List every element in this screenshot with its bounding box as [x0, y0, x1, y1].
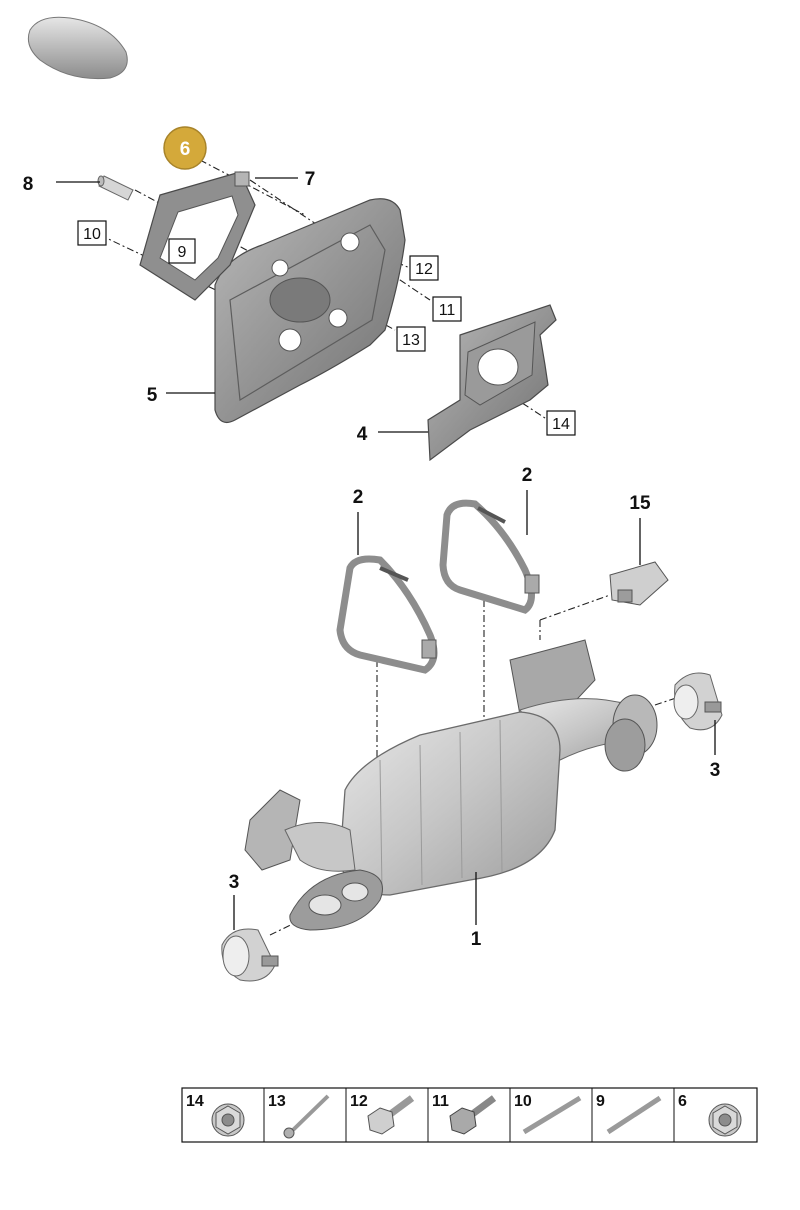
- boxed-callout-10: 10: [77, 220, 107, 246]
- boxed-callout-11: 11: [432, 296, 462, 322]
- vehicle-icon: [27, 16, 128, 80]
- callout-label-15: 15: [629, 493, 651, 514]
- boxed-callout-13: 13: [396, 326, 426, 352]
- spacer-sleeve: [97, 175, 134, 201]
- hex-bolt-flange-icon: [449, 1095, 497, 1135]
- pipe-clamp-right: [673, 672, 723, 731]
- callout-label-8: 8: [23, 174, 34, 195]
- legend-label-14: 14: [186, 1093, 204, 1110]
- flange-nut-icon: [211, 1103, 245, 1137]
- callout-label-11: 11: [439, 302, 456, 319]
- callout-label-4: 4: [357, 424, 368, 445]
- legend-label-6: 6: [678, 1093, 687, 1110]
- legend-label-12: 12: [350, 1093, 368, 1110]
- legend-label-13: 13: [268, 1093, 286, 1110]
- callout-label-1: 1: [471, 929, 482, 950]
- callout-label-5: 5: [147, 385, 158, 406]
- callout-label-2-right: 2: [522, 465, 533, 486]
- leader-lines: [56, 177, 716, 930]
- long-bolt-icon: [283, 1094, 330, 1139]
- boxed-callout-12: 12: [409, 255, 439, 281]
- stud-bolt-icon: [606, 1095, 662, 1135]
- callout-label-9: 9: [178, 244, 187, 261]
- callout-6-highlight: 6: [163, 126, 207, 170]
- callout-label-3-right: 3: [710, 760, 721, 781]
- callout-label-7: 7: [305, 169, 316, 190]
- hex-nut-icon: [708, 1103, 742, 1137]
- callout-label-6: 6: [180, 139, 191, 160]
- pipe-clamp-left: [221, 928, 279, 982]
- boxed-callout-14: 14: [546, 410, 576, 436]
- callout-label-10: 10: [83, 226, 101, 243]
- heat-shield-small: [427, 304, 557, 462]
- heat-shield-large: [214, 198, 406, 423]
- legend-label-9: 9: [596, 1093, 605, 1110]
- callout-label-2-left: 2: [353, 487, 364, 508]
- fastener-legend: 14 13 12 11 10 9 6: [181, 1087, 758, 1143]
- callout-label-13: 13: [402, 332, 420, 349]
- callout-label-3-left: 3: [229, 872, 240, 893]
- rear-muffler: [244, 639, 658, 931]
- callout-label-14: 14: [552, 416, 570, 433]
- sensor-module: [609, 561, 669, 606]
- boxed-callout-9: 9: [168, 238, 196, 264]
- callout-label-12: 12: [415, 261, 433, 278]
- threaded-stud-icon: [522, 1095, 582, 1135]
- hex-bolt-icon: [367, 1095, 415, 1135]
- legend-label-11: 11: [432, 1093, 449, 1110]
- legend-label-10: 10: [514, 1093, 532, 1110]
- clamp-strap-right: [439, 499, 540, 614]
- clamp-strap-left: [336, 555, 438, 674]
